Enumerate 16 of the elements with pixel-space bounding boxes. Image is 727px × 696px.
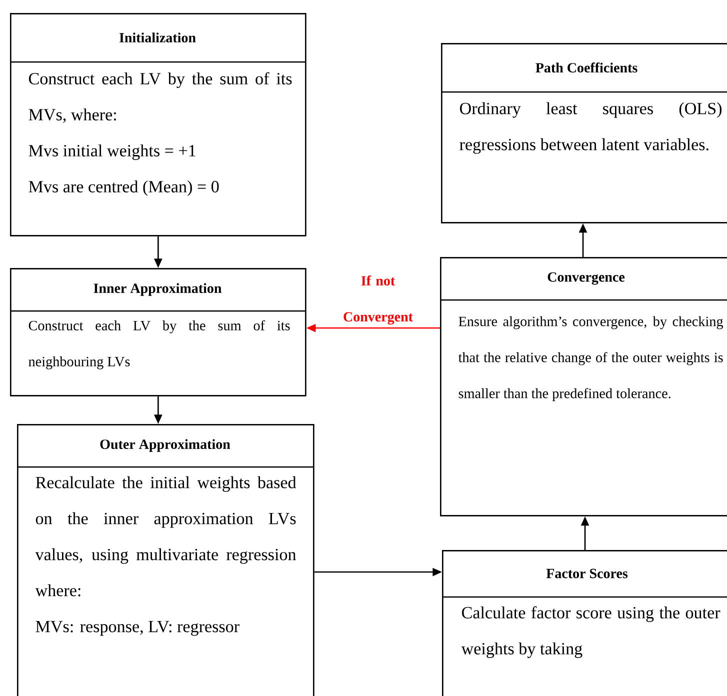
step-heading: Convergence [548,272,625,285]
edge-label: If not Convergent [336,274,420,326]
step-text: Mvs initial weights = +1 [28,144,196,160]
step-text: Construct each LV by the sum of its MVs, where: [28,72,292,123]
step-heading: Outer Approximation [100,439,230,452]
step-text: Calculate factor score using the outer weights by taking [461,606,720,658]
step-text: Ensure algorithm’s convergence, by checking that the relative change of the outer weights is smaller than the predefined tolerance. [458,316,724,402]
step-heading: Initialization [119,32,196,42]
step-heading: Inner Approximation [94,283,222,296]
step-text: Mvs are centred (Mean) = 0 [28,180,219,196]
step-text: Ordinary least squares (OLS) regressions between latent variables. [460,102,722,154]
step-text: MVs: response, LV: regressor [36,620,240,636]
step-text: Recalculate the initial weights based on the inner approximation LVs values, using multivariate regression where: [35,476,296,596]
step-heading: Path Coefficients [536,62,638,72]
step-heading: Factor Scores [546,568,628,578]
step-text: Construct each LV by the sum of its neighbouring LVs [28,320,290,370]
